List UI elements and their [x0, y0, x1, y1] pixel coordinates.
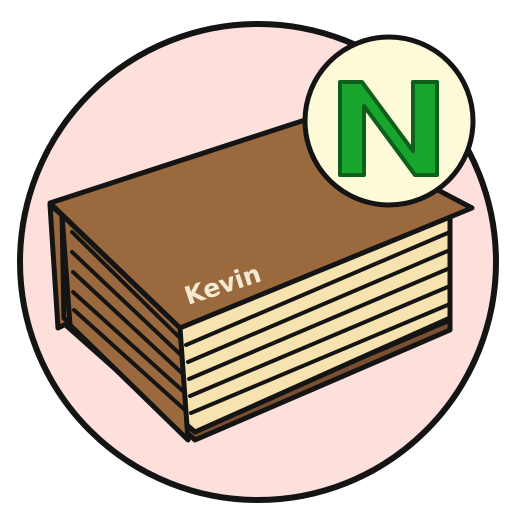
n-letter-shape: [338, 80, 439, 177]
page-lines: [70, 230, 452, 415]
n-badge-icon: [302, 34, 476, 208]
